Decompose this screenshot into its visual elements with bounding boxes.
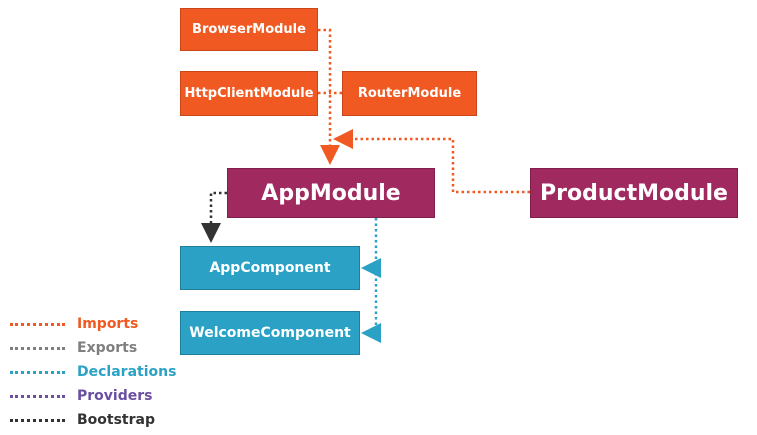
- legend-item-providers: Providers: [10, 384, 176, 408]
- legend-line-declarations: [10, 370, 65, 374]
- legend-label-providers: Providers: [77, 388, 153, 404]
- legend-label-bootstrap: Bootstrap: [77, 412, 155, 428]
- welcome-component-node: WelcomeComponent: [180, 311, 360, 355]
- legend-label-imports: Imports: [77, 316, 139, 332]
- browser-module-label: BrowserModule: [192, 22, 306, 37]
- legend-label-declarations: Declarations: [77, 364, 177, 380]
- http-client-module-node: HttpClientModule: [180, 71, 318, 116]
- legend-item-imports: Imports: [10, 312, 176, 336]
- legend-item-bootstrap: Bootstrap: [10, 408, 176, 432]
- bootstrap-line: [201, 191, 227, 243]
- import-line-browser: [318, 28, 340, 165]
- import-line-product: [333, 129, 530, 194]
- product-module-label: ProductModule: [540, 180, 728, 206]
- legend: Imports Exports Declarations Providers B…: [10, 312, 176, 432]
- legend-item-exports: Exports: [10, 336, 176, 360]
- legend-line-exports: [10, 346, 65, 350]
- router-module-node: RouterModule: [342, 71, 477, 116]
- legend-item-declarations: Declarations: [10, 360, 176, 384]
- app-module-label: AppModule: [261, 180, 401, 206]
- app-component-label: AppComponent: [209, 260, 331, 276]
- product-module-node: ProductModule: [530, 168, 738, 218]
- http-client-module-label: HttpClientModule: [184, 86, 314, 101]
- legend-line-providers: [10, 394, 65, 398]
- app-component-node: AppComponent: [180, 246, 360, 290]
- legend-line-bootstrap: [10, 418, 65, 422]
- app-module-node: AppModule: [227, 168, 435, 218]
- router-module-label: RouterModule: [357, 86, 462, 101]
- legend-line-imports: [10, 322, 65, 326]
- legend-label-exports: Exports: [77, 340, 138, 356]
- browser-module-node: BrowserModule: [180, 8, 318, 51]
- welcome-component-label: WelcomeComponent: [189, 325, 351, 341]
